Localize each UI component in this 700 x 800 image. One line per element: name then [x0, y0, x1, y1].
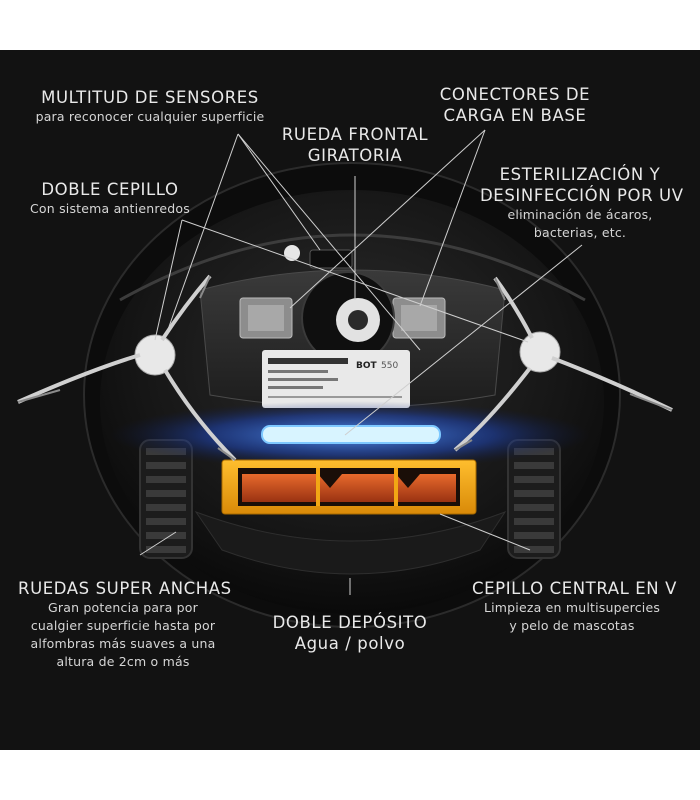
callout-sensors-sub: para reconocer cualquier superficie: [35, 109, 265, 124]
callout-tank-title: DOBLE DEPÓSITO: [272, 613, 428, 632]
product-label-model: 550: [381, 361, 398, 371]
callout-double-brush-title: DOBLE CEPILLO: [41, 180, 179, 199]
callout-uv: ESTERILIZACIÓN Y DESINFECCIÓN POR UV eli…: [480, 164, 684, 242]
right-side-brush: [453, 276, 673, 452]
product-infographic: BOT 550: [0, 50, 700, 750]
callout-central-brush-title: CEPILLO CENTRAL EN V: [472, 579, 677, 598]
callout-charge-line1: CONECTORES DE: [439, 85, 591, 104]
product-label-line: [268, 396, 402, 398]
uv-lamp: [261, 425, 441, 444]
callout-double-brush: DOBLE CEPILLO Con sistema antienredos: [20, 179, 200, 218]
callout-front-wheel-line2: GIRATORIA: [307, 146, 403, 165]
callout-wheels-sub3: alfombras más suaves a una: [30, 636, 216, 651]
callout-central-brush-sub2: y pelo de mascotas: [509, 618, 635, 633]
callout-uv-line1: ESTERILIZACIÓN Y: [499, 165, 661, 184]
callout-uv-sub2: bacterias, etc.: [533, 225, 627, 240]
callout-tank-sub: Agua / polvo: [294, 634, 406, 653]
callout-central-brush: CEPILLO CENTRAL EN V Limpieza en multisu…: [472, 578, 677, 635]
callout-double-brush-sub: Con sistema antienredos: [30, 201, 190, 216]
callout-wheels-sub1: Gran potencia para por: [48, 600, 198, 615]
callout-front-wheel-line1: RUEDA FRONTAL: [281, 125, 429, 144]
callout-wheels-sub2: cualgier superficie hasta por: [30, 618, 216, 633]
callout-charge-line2: CARGA EN BASE: [443, 106, 587, 125]
callout-central-brush-sub1: Limpieza en multisupercies: [483, 600, 661, 615]
callout-wheels-sub4: altura de 2cm o más: [56, 654, 190, 669]
callout-wheels: RUEDAS SUPER ANCHAS Gran potencia para p…: [18, 578, 232, 671]
product-label-brand: BOT: [356, 361, 378, 371]
charge-contact-right-inner: [401, 305, 437, 331]
central-brush-ribs: [316, 468, 398, 506]
front-wheel-hub: [348, 310, 368, 330]
robot-rim: [119, 233, 586, 302]
callout-wheels-title: RUEDAS SUPER ANCHAS: [18, 579, 232, 598]
callout-sensors-title: MULTITUD DE SENSORES: [41, 88, 259, 107]
charge-contact-left-inner: [248, 305, 284, 331]
product-label-line: [268, 370, 328, 373]
callout-uv-line2: DESINFECCIÓN POR UV: [480, 186, 684, 205]
product-label-line: [268, 386, 323, 389]
callout-lines: [139, 129, 583, 595]
sensor-window: [309, 249, 353, 269]
callout-uv-sub1: eliminación de ácaros,: [507, 207, 653, 222]
central-brush-bristles: [242, 474, 456, 502]
callout-sensors: MULTITUD DE SENSORES para reconocer cual…: [25, 87, 275, 126]
callout-front-wheel: RUEDA FRONTAL GIRATORIA: [270, 124, 440, 166]
dust-tank: [194, 510, 507, 575]
product-label-line: [268, 378, 338, 381]
callout-tank: DOBLE DEPÓSITO Agua / polvo: [270, 612, 430, 654]
callout-charge: CONECTORES DE CARGA EN BASE: [425, 84, 605, 126]
robot-vacuum-illustration: BOT 550: [17, 129, 673, 628]
product-label-band: [268, 358, 348, 364]
